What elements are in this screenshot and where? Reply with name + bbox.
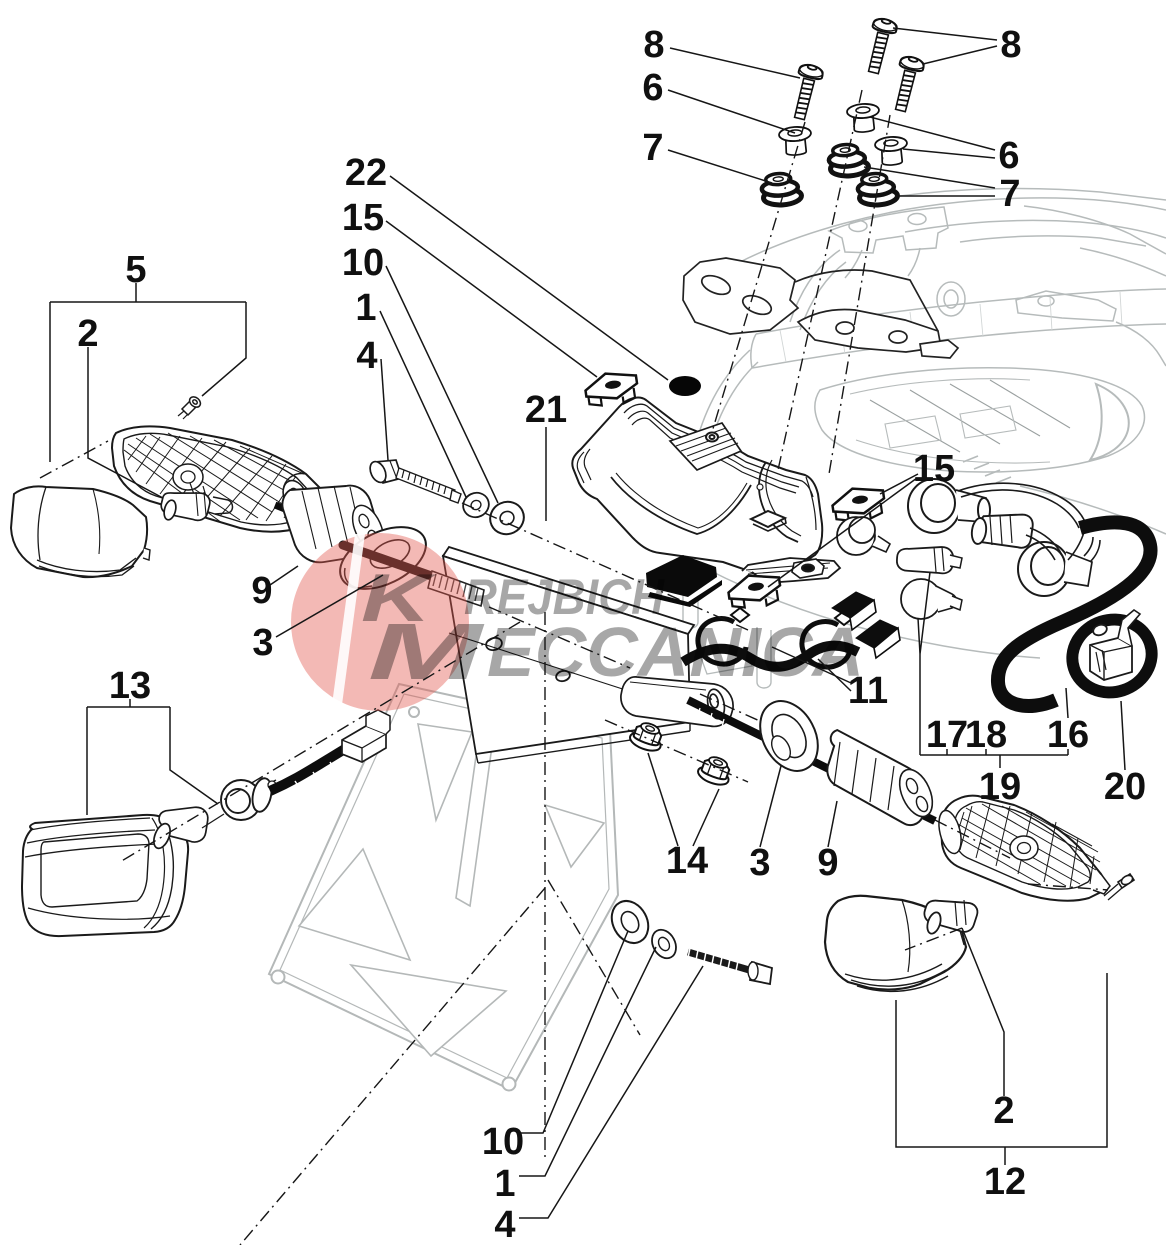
svg-text:7: 7 — [999, 173, 1020, 215]
svg-text:8: 8 — [643, 24, 664, 66]
svg-text:5: 5 — [125, 249, 146, 291]
svg-text:8: 8 — [1000, 24, 1021, 66]
svg-text:20: 20 — [1104, 766, 1146, 808]
svg-text:16: 16 — [1047, 714, 1089, 756]
svg-text:3: 3 — [749, 842, 770, 884]
svg-text:3: 3 — [252, 622, 273, 664]
svg-text:18: 18 — [965, 714, 1007, 756]
svg-text:6: 6 — [998, 135, 1019, 177]
svg-text:4: 4 — [356, 335, 377, 377]
svg-text:1: 1 — [355, 287, 376, 329]
svg-text:17: 17 — [926, 714, 968, 756]
svg-text:4: 4 — [494, 1204, 515, 1245]
svg-text:10: 10 — [482, 1121, 524, 1163]
svg-text:22: 22 — [345, 152, 387, 194]
svg-text:10: 10 — [342, 242, 384, 284]
svg-text:2: 2 — [993, 1090, 1014, 1132]
svg-text:15: 15 — [913, 448, 955, 490]
svg-text:21: 21 — [525, 389, 567, 431]
svg-text:9: 9 — [251, 570, 272, 612]
svg-text:9: 9 — [817, 842, 838, 884]
svg-text:1: 1 — [494, 1163, 515, 1205]
svg-text:M: M — [368, 607, 486, 696]
svg-text:11: 11 — [848, 670, 888, 712]
svg-text:K: K — [361, 560, 438, 636]
svg-text:ECCANICA: ECCANICA — [487, 613, 864, 691]
svg-text:7: 7 — [642, 127, 663, 169]
svg-text:15: 15 — [342, 197, 384, 239]
svg-text:2: 2 — [77, 313, 98, 355]
svg-text:13: 13 — [109, 665, 151, 707]
svg-text:6: 6 — [642, 67, 663, 109]
svg-text:19: 19 — [979, 766, 1021, 808]
svg-text:14: 14 — [666, 840, 708, 882]
svg-text:12: 12 — [984, 1161, 1026, 1203]
